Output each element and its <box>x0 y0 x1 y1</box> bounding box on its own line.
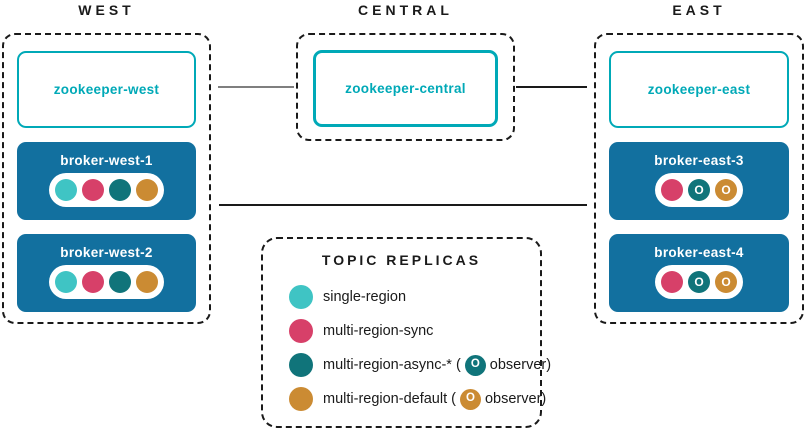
replica-dot-single-region <box>55 271 77 293</box>
legend-items: single-region multi-region-sync multi-regi… <box>289 285 551 411</box>
zookeeper-label: zookeeper-east <box>647 82 751 97</box>
observer-badge-icon: O <box>464 354 486 376</box>
region-title-central: CENTRAL <box>358 2 453 18</box>
legend-text-before: multi-region-async-* ( <box>323 357 461 373</box>
legend-dot-multi-region-sync <box>289 319 313 343</box>
connector-west-central <box>218 86 294 88</box>
connector-central-east <box>516 86 587 88</box>
replica-dot-multi-region-sync <box>82 179 104 201</box>
broker-label: broker-east-4 <box>654 245 744 260</box>
replica-dot-multi-region-sync <box>661 271 683 293</box>
replica-dot-multi-region-default <box>136 179 158 201</box>
zookeeper-label: zookeeper-central <box>345 81 466 96</box>
replica-dot-single-region <box>55 179 77 201</box>
observer-replica-dot-multi-region-async: O <box>688 179 710 201</box>
legend-text-after: observer) <box>484 391 547 407</box>
replica-pill <box>49 173 164 207</box>
legend-dot-single-region <box>289 285 313 309</box>
legend-text-before: multi-region-sync <box>323 323 434 339</box>
broker-label: broker-west-1 <box>60 153 153 168</box>
topic-replicas-legend: TOPIC REPLICAS single-region multi-region… <box>261 237 551 428</box>
broker-node-broker-west-2: broker-west-2 <box>17 234 196 312</box>
observer-replica-dot-multi-region-default: O <box>715 179 737 201</box>
legend-item-label: single-region <box>323 289 406 305</box>
replica-dot-multi-region-sync <box>82 271 104 293</box>
replica-dot-multi-region-async <box>109 179 131 201</box>
connector-west-east <box>219 204 587 206</box>
replica-pill <box>49 265 164 299</box>
region-west: zookeeper-west broker-west-1 broker-west-2 <box>2 33 211 324</box>
legend-text-after: observer) <box>489 357 552 373</box>
zookeeper-label: zookeeper-west <box>53 82 160 97</box>
observer-replica-dot-multi-region-default: O <box>715 271 737 293</box>
legend-text-before: single-region <box>323 289 407 305</box>
zookeeper-node-west: zookeeper-west <box>17 51 196 128</box>
observer-replica-dot-multi-region-async: O <box>688 271 710 293</box>
observer-badge-icon: O <box>459 388 481 410</box>
legend-item-label: multi-region-sync <box>323 323 433 339</box>
legend-text-before: multi-region-default ( <box>323 391 456 407</box>
legend-dot-multi-region-default <box>289 387 313 411</box>
region-title-east: EAST <box>672 2 726 18</box>
replica-dot-multi-region-async <box>109 271 131 293</box>
region-central: zookeeper-central <box>296 33 515 141</box>
region-title-west: WEST <box>78 2 135 18</box>
legend-dot-multi-region-async <box>289 353 313 377</box>
broker-node-broker-west-1: broker-west-1 <box>17 142 196 220</box>
zookeeper-node-central: zookeeper-central <box>313 50 498 127</box>
legend-item-multi-region-sync: multi-region-sync <box>289 319 540 343</box>
replica-dot-multi-region-default <box>136 271 158 293</box>
legend-item-single-region: single-region <box>289 285 540 309</box>
broker-label: broker-west-2 <box>60 245 153 260</box>
legend-title: TOPIC REPLICAS <box>321 252 482 268</box>
broker-label: broker-east-3 <box>654 153 744 168</box>
replica-dot-multi-region-sync <box>661 179 683 201</box>
zookeeper-node-east: zookeeper-east <box>609 51 789 128</box>
